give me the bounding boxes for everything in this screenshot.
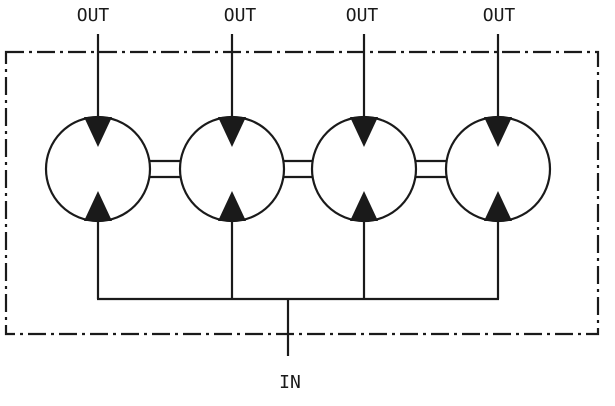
triangle-bottom-icon bbox=[484, 191, 512, 221]
triangle-top-icon bbox=[218, 117, 246, 147]
input-label: IN bbox=[279, 372, 301, 393]
triangle-top-icon bbox=[350, 117, 378, 147]
hydraulic-unit-2 bbox=[178, 115, 286, 223]
hydraulic-unit-4 bbox=[444, 115, 552, 223]
output-label-3: OUT bbox=[346, 5, 379, 26]
shaft-coupling bbox=[150, 159, 180, 179]
triangle-bottom-icon bbox=[84, 191, 112, 221]
triangle-bottom-icon bbox=[350, 191, 378, 221]
triangle-bottom-icon bbox=[218, 191, 246, 221]
shaft-coupling bbox=[284, 159, 312, 179]
shaft-coupling bbox=[416, 159, 446, 179]
enclosure-boundary bbox=[4, 50, 600, 336]
triangle-top-icon bbox=[484, 117, 512, 147]
output-label-1: OUT bbox=[77, 5, 110, 26]
triangle-top-icon bbox=[84, 117, 112, 147]
output-label-4: OUT bbox=[483, 5, 516, 26]
hydraulic-unit-1 bbox=[44, 115, 152, 223]
output-label-2: OUT bbox=[224, 5, 257, 26]
hydraulic-unit-3 bbox=[310, 115, 418, 223]
